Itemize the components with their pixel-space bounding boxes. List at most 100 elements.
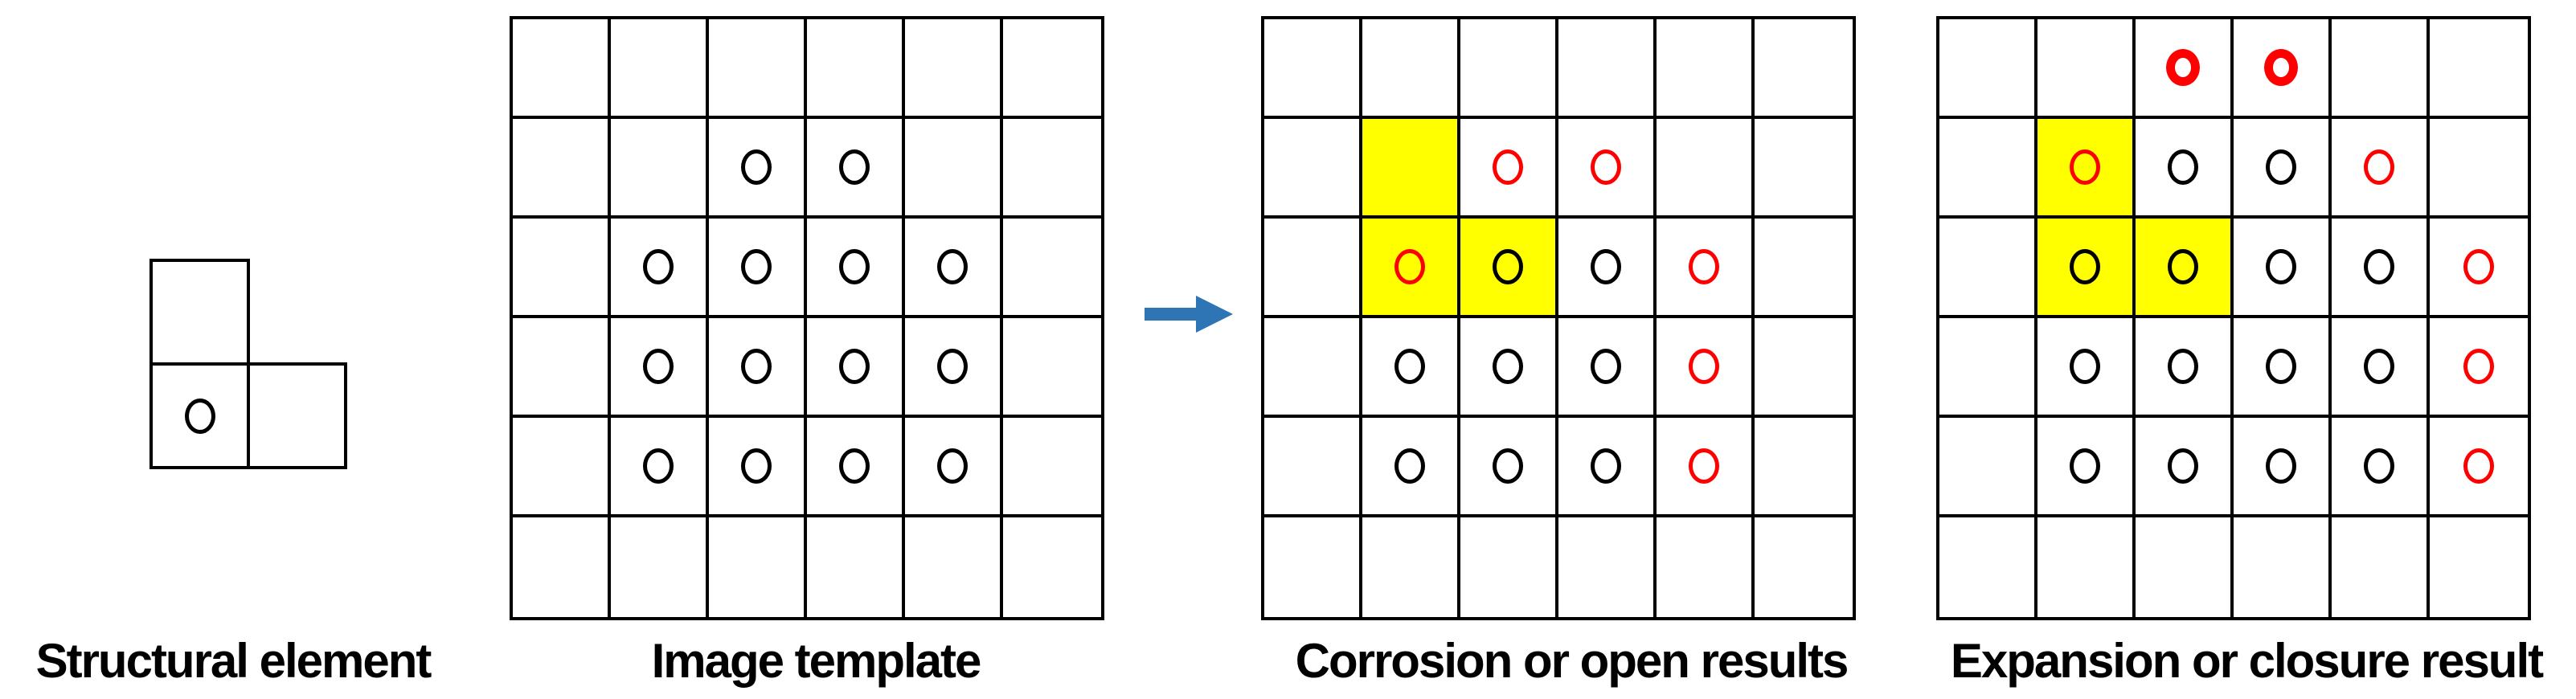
grid-cell [905, 219, 1003, 318]
grid-cell [2037, 318, 2136, 418]
structural-element-cell [149, 259, 250, 366]
pixel-marker-black [1493, 448, 1523, 484]
grid-cell [2136, 517, 2234, 617]
pixel-marker-black [1591, 249, 1621, 284]
pixel-marker-black [1394, 448, 1425, 484]
grid-cell-highlighted [2037, 119, 2136, 219]
arrow-right-icon [1145, 296, 1233, 333]
grid-cell [513, 318, 611, 418]
pixel-marker-black [839, 149, 870, 185]
grid-cell [1264, 418, 1362, 517]
grid-cell [1362, 517, 1460, 617]
grid-cell [2430, 517, 2528, 617]
grid-cell [2234, 19, 2332, 119]
grid-cell [2332, 119, 2430, 219]
grid-cell-highlighted [1362, 119, 1460, 219]
pixel-marker-red [2463, 349, 2494, 384]
grid-cell [1558, 418, 1657, 517]
grid-cell [1362, 318, 1460, 418]
grid-cell [709, 517, 807, 617]
grid-cell [1264, 219, 1362, 318]
grid-cell [905, 119, 1003, 219]
grid-cell [905, 517, 1003, 617]
grid-cell [905, 418, 1003, 517]
grid-cell [513, 418, 611, 517]
grid-cell [1460, 119, 1558, 219]
grid-cell [1003, 19, 1101, 119]
pixel-marker-black [2364, 349, 2394, 384]
grid-cell [2332, 19, 2430, 119]
grid-cell [513, 119, 611, 219]
grid-cell [807, 219, 905, 318]
grid-cell [1264, 119, 1362, 219]
pixel-marker-black [2070, 448, 2100, 484]
structural-element-cell [247, 362, 347, 469]
grid-cell [1939, 318, 2037, 418]
pixel-marker-black [1493, 349, 1523, 384]
pixel-marker-black [2266, 149, 2296, 185]
pixel-marker-red [1394, 249, 1425, 284]
grid-cell [1558, 119, 1657, 219]
pixel-marker-black [1591, 349, 1621, 384]
grid-cell [1939, 119, 2037, 219]
grid-cell [709, 418, 807, 517]
grid-cell [807, 318, 905, 418]
image-template-grid [510, 16, 1104, 620]
corrosion-result-label: Corrosion or open results [1295, 634, 1849, 688]
grid-cell [513, 19, 611, 119]
grid-cell [1657, 517, 1755, 617]
pixel-marker-red [1493, 149, 1523, 185]
grid-cell [1558, 318, 1657, 418]
pixel-marker-black [2168, 149, 2198, 185]
pixel-marker-black [839, 349, 870, 384]
grid-cell [1657, 19, 1755, 119]
grid-cell [611, 219, 709, 318]
grid-cell-highlighted [1460, 219, 1558, 318]
grid-cell [1362, 418, 1460, 517]
grid-cell [1003, 119, 1101, 219]
pixel-marker-black [2168, 349, 2198, 384]
grid-cell [2332, 318, 2430, 418]
grid-cell [2234, 517, 2332, 617]
pixel-marker-red-bold [2264, 49, 2298, 86]
grid-cell [807, 19, 905, 119]
pixel-marker-black [741, 448, 772, 484]
grid-cell-highlighted [2136, 219, 2234, 318]
pixel-marker-black [937, 249, 968, 284]
pixel-marker-black [184, 398, 215, 434]
pixel-marker-red-bold [2166, 49, 2200, 86]
pixel-marker-black [643, 349, 674, 384]
grid-cell [1939, 517, 2037, 617]
grid-cell [2136, 418, 2234, 517]
pixel-marker-red [1689, 249, 1719, 284]
pixel-marker-black [741, 249, 772, 284]
pixel-marker-black [741, 149, 772, 185]
expansion-result-label: Expansion or closure result [1950, 634, 2544, 688]
pixel-marker-red [1689, 448, 1719, 484]
grid-cell [2136, 318, 2234, 418]
grid-cell [2430, 219, 2528, 318]
grid-cell [1460, 418, 1558, 517]
pixel-marker-red [2070, 149, 2100, 185]
grid-cell [1755, 219, 1853, 318]
structural-element-label: Structural element [35, 634, 432, 688]
grid-cell [611, 119, 709, 219]
pixel-marker-black [2070, 349, 2100, 384]
pixel-marker-black [643, 448, 674, 484]
structural-element-figure [149, 259, 351, 472]
corrosion-result-grid [1261, 16, 1856, 620]
grid-cell [2234, 219, 2332, 318]
pixel-marker-black [2364, 448, 2394, 484]
grid-cell [1362, 19, 1460, 119]
grid-cell [1264, 517, 1362, 617]
pixel-marker-black [741, 349, 772, 384]
pixel-marker-black [2266, 349, 2296, 384]
pixel-marker-black [2168, 448, 2198, 484]
grid-cell [2037, 19, 2136, 119]
grid-cell [611, 418, 709, 517]
grid-cell [709, 318, 807, 418]
grid-cell [611, 318, 709, 418]
grid-cell [709, 19, 807, 119]
pixel-marker-black [937, 448, 968, 484]
